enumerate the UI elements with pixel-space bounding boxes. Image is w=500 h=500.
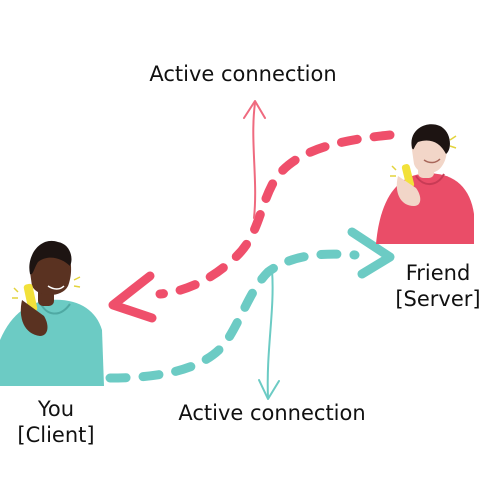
client-to-server-connection: [105, 227, 395, 383]
arrow-up-icon: [243, 100, 266, 219]
server-role: [Server]: [395, 286, 481, 311]
arrow-head-right-icon: [347, 227, 395, 279]
client-role: [Client]: [17, 422, 95, 447]
bottom-connection-label: Active connection: [178, 401, 366, 425]
top-connection-label: Active connection: [149, 62, 337, 86]
client-label: You [Client]: [6, 397, 106, 448]
server-label: Friend [Server]: [384, 261, 492, 312]
server-to-client-dashed-path: [155, 130, 395, 299]
server-to-client-connection: [108, 130, 395, 323]
arrow-down-icon: [258, 269, 280, 400]
server-name: Friend: [405, 261, 471, 285]
client-name: You: [37, 397, 75, 421]
person-on-phone-client-icon: [0, 240, 104, 386]
person-on-phone-server-icon: [376, 124, 474, 244]
client-to-server-dashed-path: [105, 249, 360, 383]
arrow-head-left-icon: [108, 271, 157, 323]
